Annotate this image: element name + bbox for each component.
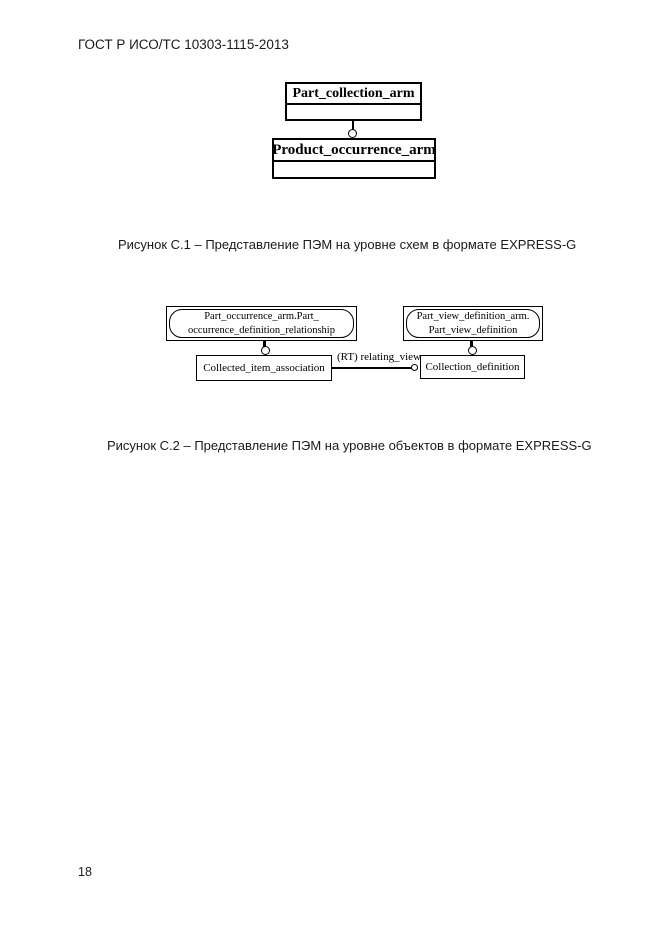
relation-line <box>332 367 412 369</box>
page-number: 18 <box>78 865 92 879</box>
ref-box-text-line1: Part_view_definition_arm. <box>416 311 530 323</box>
entity-box-collection-definition: Collection_definition <box>420 355 525 379</box>
connector-open-circle-icon <box>348 129 357 138</box>
ref-box-rounded-frame: Part_occurrence_arm.Part_ occurrence_def… <box>169 309 354 338</box>
figure1-caption: Рисунок С.1 – Представление ПЭМ на уровн… <box>118 237 577 252</box>
connector-open-circle-icon <box>468 346 477 355</box>
ref-box-text-line2: Part_view_definition <box>428 324 518 336</box>
relation-open-circle-icon <box>411 364 418 371</box>
figure2-caption: Рисунок С.2 – Представление ПЭМ на уровн… <box>107 438 592 453</box>
connector-line <box>470 340 473 347</box>
connector-line <box>263 340 266 347</box>
relation-label: (RT) relating_view <box>337 351 421 363</box>
connector-line <box>352 120 354 130</box>
connector-open-circle-icon <box>261 346 270 355</box>
entity-box-collected-item-association: Collected_item_association <box>196 355 332 381</box>
ref-box-part-occurrence-definition-relationship: Part_occurrence_arm.Part_ occurrence_def… <box>166 306 357 341</box>
ref-box-text-line2: occurrence_definition_relationship <box>188 324 335 336</box>
schema-box-title: Product_occurrence_arm <box>272 140 436 162</box>
ref-box-text-line1: Part_occurrence_arm.Part_ <box>204 311 319 323</box>
ref-box-part-view-definition: Part_view_definition_arm. Part_view_defi… <box>403 306 543 341</box>
schema-box-product-occurrence-arm: Product_occurrence_arm <box>272 138 436 179</box>
schema-box-title: Part_collection_arm <box>287 84 420 105</box>
page-header: ГОСТ Р ИСО/ТС 10303-1115-2013 <box>78 37 289 52</box>
schema-box-part-collection-arm: Part_collection_arm <box>285 82 422 121</box>
ref-box-rounded-frame: Part_view_definition_arm. Part_view_defi… <box>406 309 540 338</box>
